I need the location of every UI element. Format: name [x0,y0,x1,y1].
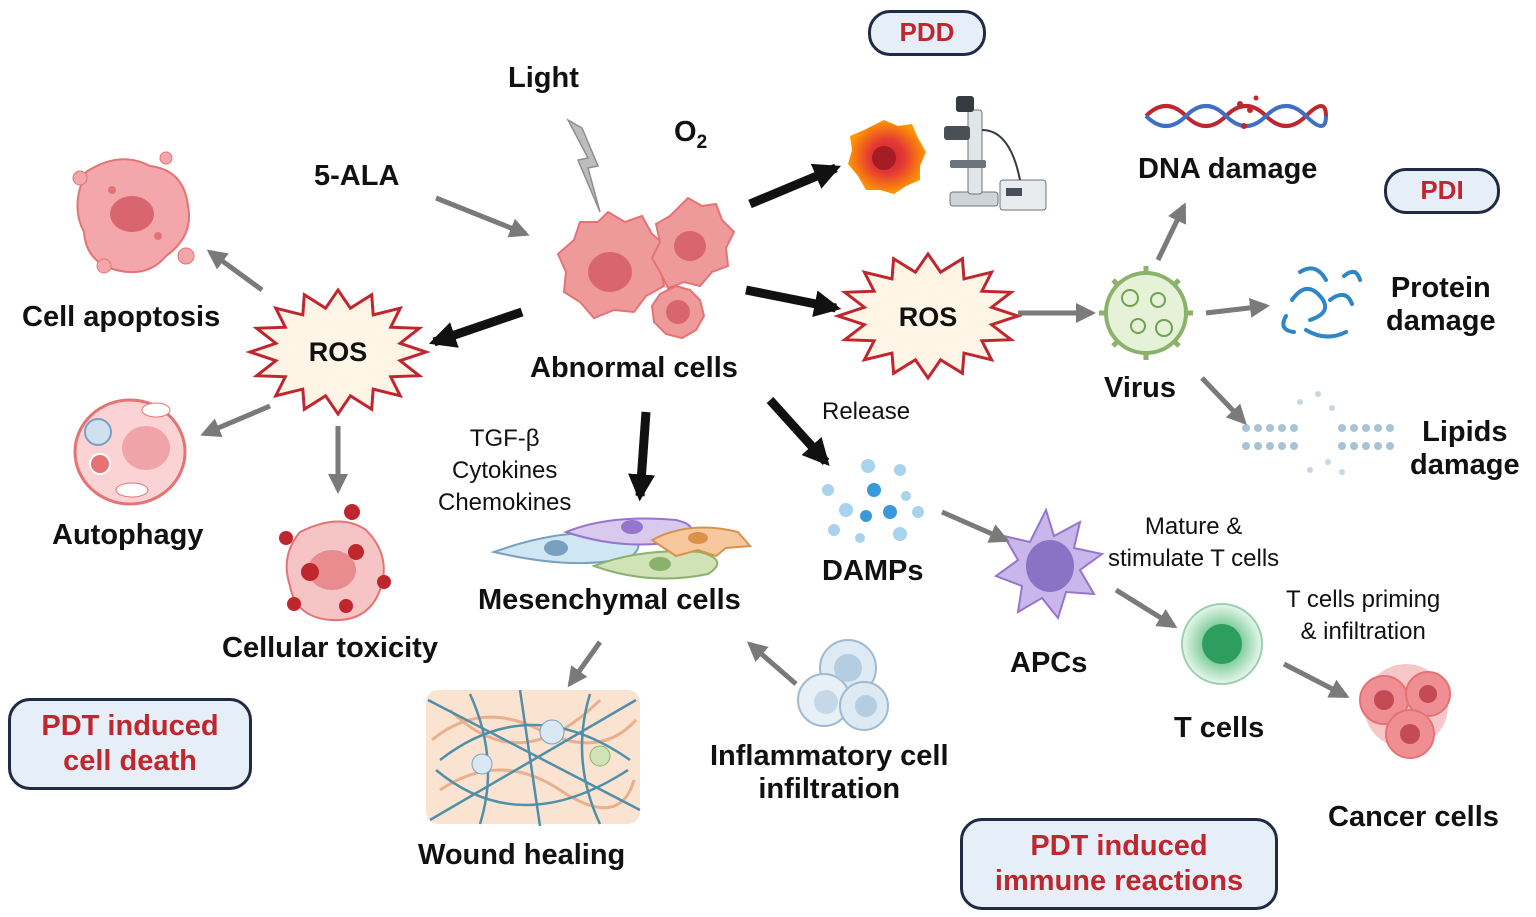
pdd-box: PDD [868,10,986,56]
virus-label: Virus [1104,372,1177,404]
five-ala-label: 5-ALA [314,160,400,192]
arrow-inflammatory-to-mesenchymal [746,641,798,686]
cytokines-text: Cytokines [452,456,558,484]
arrow-mesenchymal-to-wound [567,640,603,688]
signals-label: TGF-β Cytokines Chemokines [438,423,571,519]
cancer-cells-label: Cancer cells [1328,801,1499,833]
arrow-virus-to-lipids [1200,376,1247,425]
cell-death-text-1: PDT induced [41,710,219,743]
autophagy-label: Autophagy [52,519,204,551]
dna-damage-label: DNA damage [1138,153,1318,185]
arrow-5ala-to-cells [435,195,530,238]
protein-text-1: Protein [1390,272,1491,304]
abnormal-cells-icon [556,196,736,340]
abnormal-cells-label: Abnormal cells [530,352,738,384]
mesenchymal-cells-icon [490,517,753,580]
wound-healing-icon [426,689,641,827]
lipids-damage-label: Lipids damage [1410,416,1520,483]
cellular-toxicity-icon [279,504,391,622]
arrow-virus-to-dna [1155,202,1187,262]
ros-burst-left: ROS [245,287,431,417]
arrow-tcells-to-cancer [1282,661,1350,699]
arrow-virus-to-protein [1205,297,1270,318]
cell-apoptosis-label: Cell apoptosis [22,301,221,333]
inflammatory-text-1: Inflammatory cell [710,740,949,772]
mesenchymal-cells-label: Mesenchymal cells [478,584,741,616]
arrow-cells-to-mesenchymal [628,411,656,502]
ros-center-label: ROS [899,302,958,332]
lipids-text-1: Lipids [1422,416,1508,448]
apcs-label: APCs [1010,647,1088,679]
arrow-cells-to-ros-left [428,307,524,348]
immune-text-1: PDT induced [1030,830,1208,863]
arrow-cells-to-damps [766,396,830,467]
dna-icon [1144,95,1328,129]
immune-text-2: immune reactions [994,865,1244,897]
protein-text-2: damage [1386,305,1496,338]
protein-icon [1281,266,1362,339]
mature-text-1: Mature & [1144,513,1243,540]
ros-left-label: ROS [309,337,368,367]
fluorescent-cell-icon [848,120,926,194]
t-cells-label: T cells [1174,712,1265,744]
arrow-cells-to-ros-center [745,285,842,318]
cancer-cells-icon [1359,664,1451,759]
wound-healing-label: Wound healing [418,839,626,871]
light-label: Light [508,62,579,94]
lipid-membrane-icon [1242,391,1394,475]
o2-text: O [674,116,697,148]
cell-death-text-2: cell death [63,745,197,777]
priming-text-1: T cells priming [1286,586,1441,613]
o2-subscript: 2 [696,131,708,153]
t-cell-icon [1181,603,1263,685]
tgf-beta-text: TGF-β [469,425,540,452]
protein-damage-label: Protein damage [1386,272,1496,339]
arrow-damps-to-apcs [940,509,1010,543]
microscope-icon [944,96,1047,211]
mature-label: Mature & stimulate T cells [1108,511,1279,575]
pdt-cell-death-box: PDT induced cell death [8,698,252,790]
inflammatory-text-2: infiltration [758,773,901,806]
arrow-ros-to-apoptosis [206,249,264,293]
o2-label: O2 [674,116,707,154]
priming-label: T cells priming & infiltration [1286,584,1440,648]
ros-burst-center: ROS [833,251,1023,381]
lightning-icon [566,118,601,213]
damps-label: DAMPs [822,555,924,587]
mature-text-2: stimulate T cells [1108,544,1280,572]
lipids-text-2: damage [1410,449,1520,482]
cell-apoptosis-icon [72,151,195,274]
priming-text-2: & infiltration [1300,617,1426,645]
arrow-apcs-to-tcells [1114,587,1178,629]
apc-icon [993,507,1105,621]
release-label: Release [822,398,911,425]
cellular-toxicity-label: Cellular toxicity [222,632,438,664]
arrow-ros-to-autophagy [200,403,271,437]
inflammatory-label: Inflammatory cell infiltration [710,740,949,807]
damps-icon [822,459,924,543]
virus-icon [1099,266,1193,360]
inflammatory-cells-icon [797,639,889,731]
pdi-box: PDI [1384,168,1500,214]
pdt-immune-box: PDT induced immune reactions [960,818,1278,910]
arrow-cells-to-pdd [748,163,841,209]
chemokines-text: Chemokines [438,488,572,516]
autophagy-icon [73,398,187,506]
